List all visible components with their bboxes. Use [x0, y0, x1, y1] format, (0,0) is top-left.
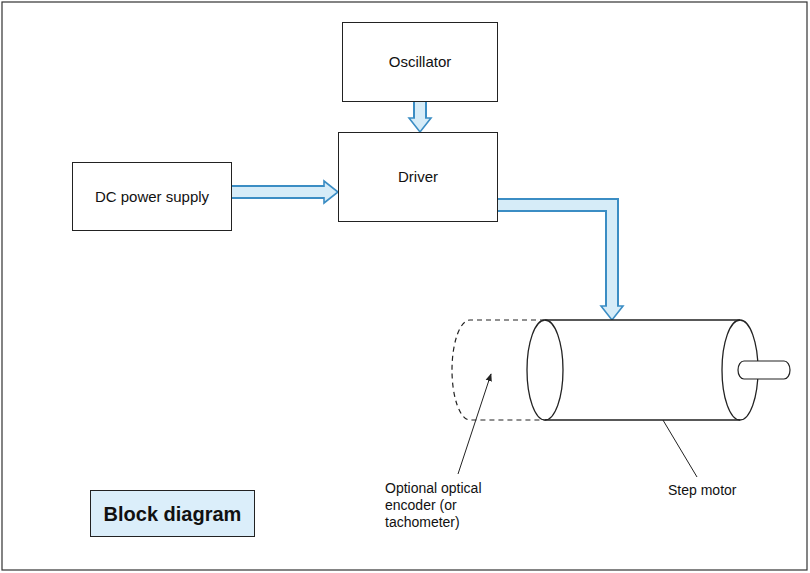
arrow-shaft-fill: [415, 102, 425, 120]
motor-body: [527, 320, 758, 420]
arrow-shaft-outline: [498, 205, 612, 306]
arrow-head: [409, 118, 431, 132]
motor-shape-outline: [527, 320, 779, 420]
process-box: Oscillator: [342, 22, 498, 102]
motor-shaft: [738, 361, 790, 379]
leader-line: [458, 374, 491, 474]
block-arrow: [498, 205, 623, 320]
diagram-tag: Block diagram: [90, 490, 255, 537]
block-arrow: [409, 102, 431, 132]
part-label: Optional optical encoder (or tachometer): [385, 480, 489, 530]
arrow-head: [601, 306, 623, 320]
block-arrow: [232, 181, 338, 203]
box-label: Block diagram: [104, 502, 242, 526]
process-box: DC power supply: [72, 162, 232, 231]
arrow-shaft-fill: [232, 187, 326, 197]
motor-end: [545, 320, 563, 420]
part-label: Step motor: [668, 482, 778, 499]
arrow-shaft-fill: [498, 205, 612, 308]
box-label: DC power supply: [95, 188, 209, 206]
motor-shape: Step motor: [527, 320, 779, 420]
motor-face: [722, 320, 740, 420]
box-label: Driver: [398, 168, 438, 186]
box-label: Oscillator: [389, 53, 452, 71]
arrow-head: [324, 181, 338, 203]
process-box: Driver: [338, 132, 498, 222]
